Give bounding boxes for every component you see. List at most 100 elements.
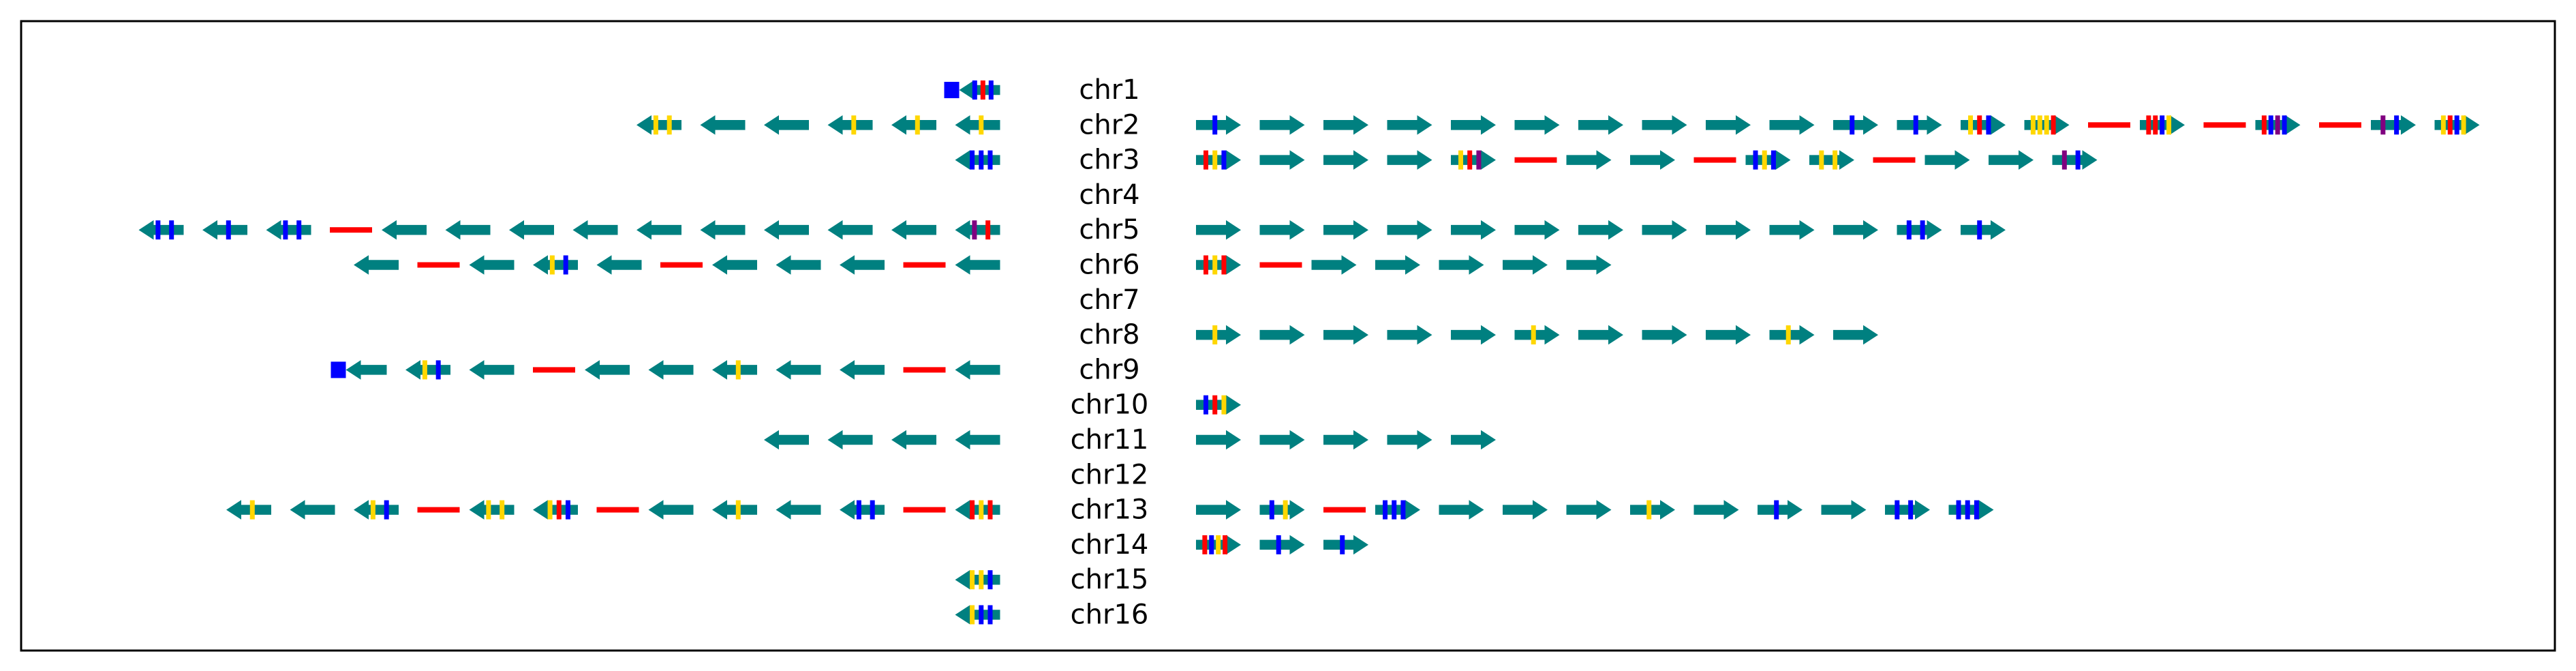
feature-mark: [1269, 500, 1274, 520]
feature-mark: [1221, 395, 1227, 415]
syntenic-block-arrow: [840, 360, 885, 380]
feature-mark: [563, 255, 568, 275]
gap-segment: [1259, 262, 1302, 268]
feature-mark: [979, 115, 984, 135]
syntenic-block-arrow: [354, 500, 399, 520]
syntenic-block-arrow: [891, 430, 936, 450]
gap-segment: [596, 507, 639, 513]
chromosome-label: chr16: [1071, 599, 1149, 631]
syntenic-block-arrow: [776, 255, 821, 275]
syntenic-block-arrow: [637, 115, 681, 135]
gap-segment: [417, 262, 460, 268]
gap-segment: [903, 367, 946, 373]
feature-mark: [1476, 150, 1482, 170]
chromosome-row: [955, 569, 1000, 590]
feature-mark: [1212, 150, 1218, 170]
feature-mark: [1392, 500, 1397, 520]
chromosome-label: chr15: [1071, 564, 1149, 595]
feature-mark: [549, 255, 555, 275]
syntenic-block-arrow: [1503, 500, 1548, 520]
chromosome-label: chr13: [1071, 494, 1149, 526]
feature-mark: [988, 80, 994, 100]
syntenic-block-arrow: [1706, 115, 1751, 135]
syntenic-block-arrow: [1311, 255, 1357, 275]
feature-mark: [1819, 150, 1824, 170]
feature-mark: [1974, 500, 1979, 520]
syntenic-block-arrow: [1642, 325, 1687, 345]
syntenic-block-arrow: [827, 220, 873, 240]
syntenic-block-arrow: [1897, 220, 1942, 240]
syntenic-block-arrow: [648, 360, 694, 380]
feature-mark: [1986, 115, 1991, 135]
syntenic-block-arrow: [1451, 220, 1496, 240]
syntenic-block-arrow: [469, 360, 515, 380]
syntenic-block-arrow: [1451, 430, 1496, 450]
syntenic-block-arrow: [712, 360, 757, 380]
syntenic-block-arrow: [1514, 220, 1560, 240]
feature-mark: [985, 220, 991, 240]
gap-segment: [903, 507, 946, 513]
feature-mark: [979, 605, 984, 625]
syntenic-block-arrow: [226, 500, 271, 520]
syntenic-block-arrow: [959, 80, 1000, 100]
syntenic-block-arrow: [1323, 150, 1368, 170]
syntenic-block-arrow: [1769, 220, 1815, 240]
feature-mark: [915, 115, 920, 135]
chromosome-label: chr6: [1079, 250, 1139, 281]
syntenic-block-arrow: [1706, 325, 1751, 345]
syntenic-block-arrow: [955, 150, 1000, 170]
feature-mark: [653, 115, 658, 135]
feature-mark: [1920, 220, 1925, 240]
syntenic-block-arrow: [1885, 500, 1930, 520]
syntenic-block-arrow: [290, 500, 335, 520]
feature-mark: [1913, 115, 1918, 135]
syntenic-block-arrow: [955, 220, 1000, 240]
feature-mark: [987, 605, 993, 625]
syntenic-block-arrow: [1323, 220, 1368, 240]
feature-mark: [384, 500, 389, 520]
syntenic-block-arrow: [1196, 325, 1241, 345]
syntenic-block-arrow: [354, 255, 399, 275]
chromosome-label: chr10: [1071, 389, 1149, 421]
feature-mark: [1770, 150, 1776, 170]
syntenic-block-arrow: [445, 220, 491, 240]
feature-mark: [1276, 535, 1281, 554]
syntenic-block-arrow: [469, 500, 515, 520]
syntenic-block-arrow: [840, 500, 885, 520]
feature-mark: [1203, 150, 1209, 170]
feature-mark: [2051, 115, 2056, 135]
feature-mark: [979, 570, 984, 590]
syntenic-block-arrow: [1833, 115, 1878, 135]
feature-mark: [970, 570, 975, 590]
syntenic-block-arrow: [1196, 395, 1241, 415]
feature-mark: [1908, 500, 1914, 520]
feature-mark: [1212, 255, 1218, 275]
feature-mark: [1977, 220, 1982, 240]
syntenic-block-arrow: [382, 220, 427, 240]
gap-segment: [1873, 157, 1916, 163]
feature-mark: [2037, 115, 2042, 135]
syntenic-block-arrow: [1769, 325, 1815, 345]
feature-mark: [1965, 500, 1970, 520]
syntenic-block-arrow: [776, 500, 821, 520]
syntenic-block-arrow: [1259, 115, 1305, 135]
chromosome-label: chr8: [1079, 319, 1139, 351]
feature-mark: [2447, 115, 2453, 135]
syntenic-block-arrow: [1323, 430, 1368, 450]
syntenic-block-arrow: [637, 220, 681, 240]
feature-mark: [370, 500, 375, 520]
syntenic-block-arrow: [469, 255, 515, 275]
feature-mark: [1221, 255, 1227, 275]
syntenic-block-arrow: [1630, 500, 1675, 520]
feature-mark: [972, 80, 977, 100]
gap-segment: [330, 227, 372, 233]
syntenic-block-arrow: [712, 255, 757, 275]
chromosome-row: [226, 500, 1994, 520]
chromosome-label: chr2: [1079, 109, 1139, 140]
syntenic-block-arrow: [1833, 325, 1878, 345]
feature-mark: [422, 360, 427, 380]
syntenic-block-arrow: [585, 360, 630, 380]
syntenic-block-arrow: [776, 360, 821, 380]
feature-mark: [226, 220, 231, 240]
